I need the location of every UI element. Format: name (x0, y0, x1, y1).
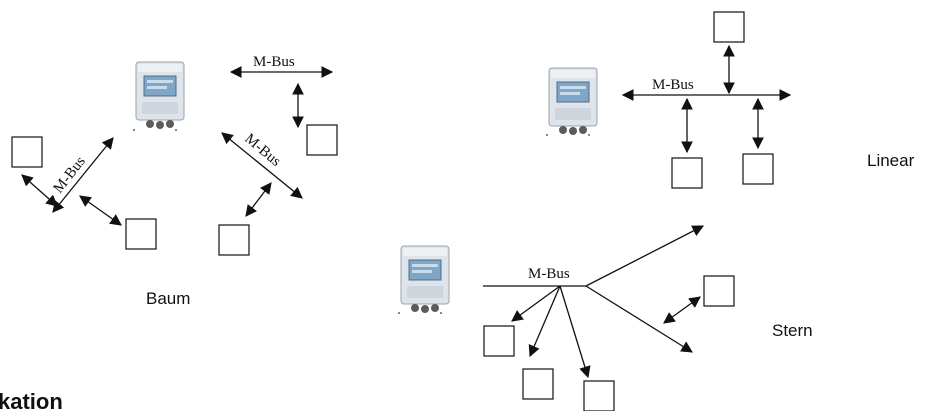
stern-branch-3 (559, 285, 591, 379)
stern-branch-upright (585, 225, 705, 287)
baum-node-right (218, 224, 250, 256)
stern-node-right (703, 275, 735, 307)
baum-node-left (11, 136, 43, 168)
stern-label: Stern (772, 321, 813, 340)
baum-drop-leftlow-arrow (79, 195, 122, 226)
linear-label: Linear (867, 151, 915, 170)
linear-topology: M-Bus Linear (546, 11, 915, 189)
baum-meter-device (135, 61, 185, 130)
linear-node-left (671, 157, 703, 189)
stern-topology: M-Bus Stern (398, 225, 813, 411)
baum-node-top (306, 124, 338, 156)
stern-drop-arrow (663, 296, 701, 324)
stern-node-1 (483, 325, 515, 357)
baum-topology: M-Bus M-Bus M-Bus Baum (11, 54, 338, 308)
baum-bus-right-label: M-Bus (241, 131, 283, 170)
stern-node-2 (522, 368, 554, 400)
stern-branch-downright (585, 285, 693, 353)
baum-drop-left-arrow (21, 174, 58, 207)
baum-bus-right-arrow (221, 132, 303, 199)
baum-node-leftlow (125, 218, 157, 250)
stern-meter-device (400, 245, 450, 314)
linear-meter-device (548, 67, 598, 136)
baum-drop-right-arrow (245, 182, 272, 217)
baum-bus-top-label: M-Bus (253, 54, 295, 70)
linear-node-top (713, 11, 745, 43)
stern-branch-1 (511, 285, 561, 322)
linear-node-right (742, 153, 774, 185)
stern-bus-label: M-Bus (528, 266, 570, 282)
stern-node-3 (583, 380, 615, 411)
baum-bus-left-arrow (52, 137, 114, 213)
baum-label: Baum (146, 289, 190, 308)
stern-branch-2 (528, 285, 561, 358)
linear-bus-label: M-Bus (652, 77, 694, 93)
section-heading-fragment: kation (0, 389, 63, 411)
